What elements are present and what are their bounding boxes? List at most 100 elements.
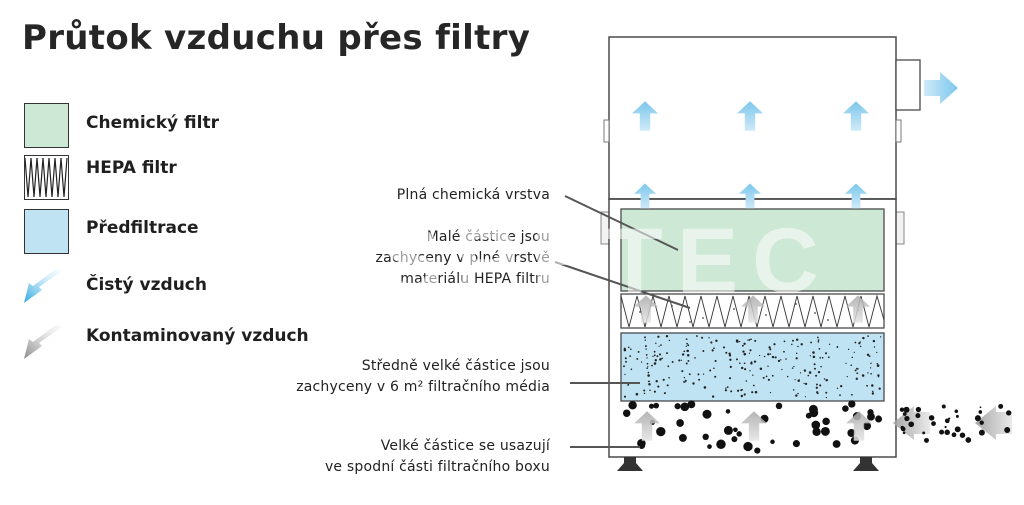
legend-hepa-label: HEPA filtr [86,158,177,178]
particle-dot [647,366,649,368]
particle-dot [695,335,698,337]
large-particle [848,400,856,408]
particle-dot [824,352,828,355]
particle-dot [728,354,732,357]
callout-prefilter: Středně velké částice jsou zachyceny v 6… [296,356,550,398]
particle-dot [747,339,749,341]
particle-dot [685,362,688,365]
particle-dot [742,350,745,353]
large-particle [656,426,666,437]
legend-prefilter-swatch [24,209,69,254]
callout-hepa-line3: materiálu HEPA filtru [400,271,550,287]
particle-dot [739,362,741,364]
large-particle [702,433,709,440]
particle-dot [754,390,758,394]
hepa-zigzag-icon [25,157,68,198]
particle-dot [878,387,881,390]
particle-dot [846,375,848,378]
inlet-particle [902,412,907,416]
particle-dot [795,352,798,355]
large-particle [622,409,631,417]
particle-dot [637,350,640,353]
particle-dot [703,386,707,389]
particle-dot [810,341,813,344]
particle-dot [867,335,869,337]
particle-dot [743,342,746,345]
particle-dot [817,336,819,339]
callout-prefilter-line2: zachyceny v 6 m² filtračního média [296,379,550,395]
particle-dot [689,373,691,376]
particle-dot [797,392,799,395]
particle-dot [630,368,633,371]
particle-dot [643,392,646,395]
particle-dot [769,348,772,351]
particle-dot [847,348,850,351]
particle-dot [682,381,685,383]
particle-dot [667,365,670,368]
particle-dot [681,353,684,356]
particle-dot [722,346,726,349]
inlet-particle [915,413,921,419]
particle-dot [736,389,740,392]
large-particle [867,412,875,421]
particle-dot [708,337,710,339]
particle-dot [753,360,757,363]
particle-dot [856,372,859,375]
particle-dot [752,384,755,387]
callout-hepa-line2: zachyceny v plné vrstvě [375,250,550,266]
particle-dot [697,373,700,376]
particle-dot [815,374,818,377]
particle-dot [763,355,766,358]
large-particle [680,402,690,412]
large-particle [809,408,819,418]
callout-bottom-line1: Velké částice se usazují [380,438,550,454]
particle-dot [666,384,669,387]
particle-dot [821,356,824,359]
particle-dot [740,394,744,398]
particle-dot [657,335,660,338]
particle-dot [680,359,683,361]
page-title: Průtok vzduchu přes filtry [22,18,531,58]
particle-dot [879,336,882,338]
particle-dot [861,374,865,377]
inlet-particle [951,432,957,438]
large-particle [707,444,712,449]
particle-dot [668,339,671,342]
particle-dot [640,361,643,363]
particle-dot [815,383,818,386]
particle-dot [714,359,717,363]
particle-dot [819,384,822,387]
callout-leader-lines [554,195,691,448]
particle-dot [758,354,761,357]
particle-dot [808,371,812,374]
particle-dot [795,357,798,360]
particle-dot [678,359,681,362]
particle-dot [851,393,853,396]
large-particle [862,421,872,431]
particle-dot [786,375,789,378]
particle-dot [825,378,828,382]
inlet-particle [965,437,972,443]
particle-dot [872,339,876,343]
particle-dot [795,338,799,341]
inlet-particle [922,431,926,435]
particle-dot [876,364,880,367]
particle-dot [729,365,732,368]
large-particle [676,419,684,427]
particle-dot [698,378,701,381]
particle-dot [773,343,776,346]
particle-dot [627,346,630,349]
inlet-particle [941,404,946,409]
particle-dot [818,348,821,350]
inlet-particle [928,415,935,421]
particle-dot [726,386,729,388]
particle-dot [803,382,805,385]
legend-chemical-swatch [24,103,69,148]
particle-dot [741,344,744,347]
particle-dot [653,350,656,353]
callout-bottom-line2: ve spodní části filtračního boxu [324,459,550,475]
particle-dot [876,351,878,354]
particle-dot [711,349,714,352]
large-particle [687,400,696,409]
watermark: ASPETEC [300,210,833,312]
